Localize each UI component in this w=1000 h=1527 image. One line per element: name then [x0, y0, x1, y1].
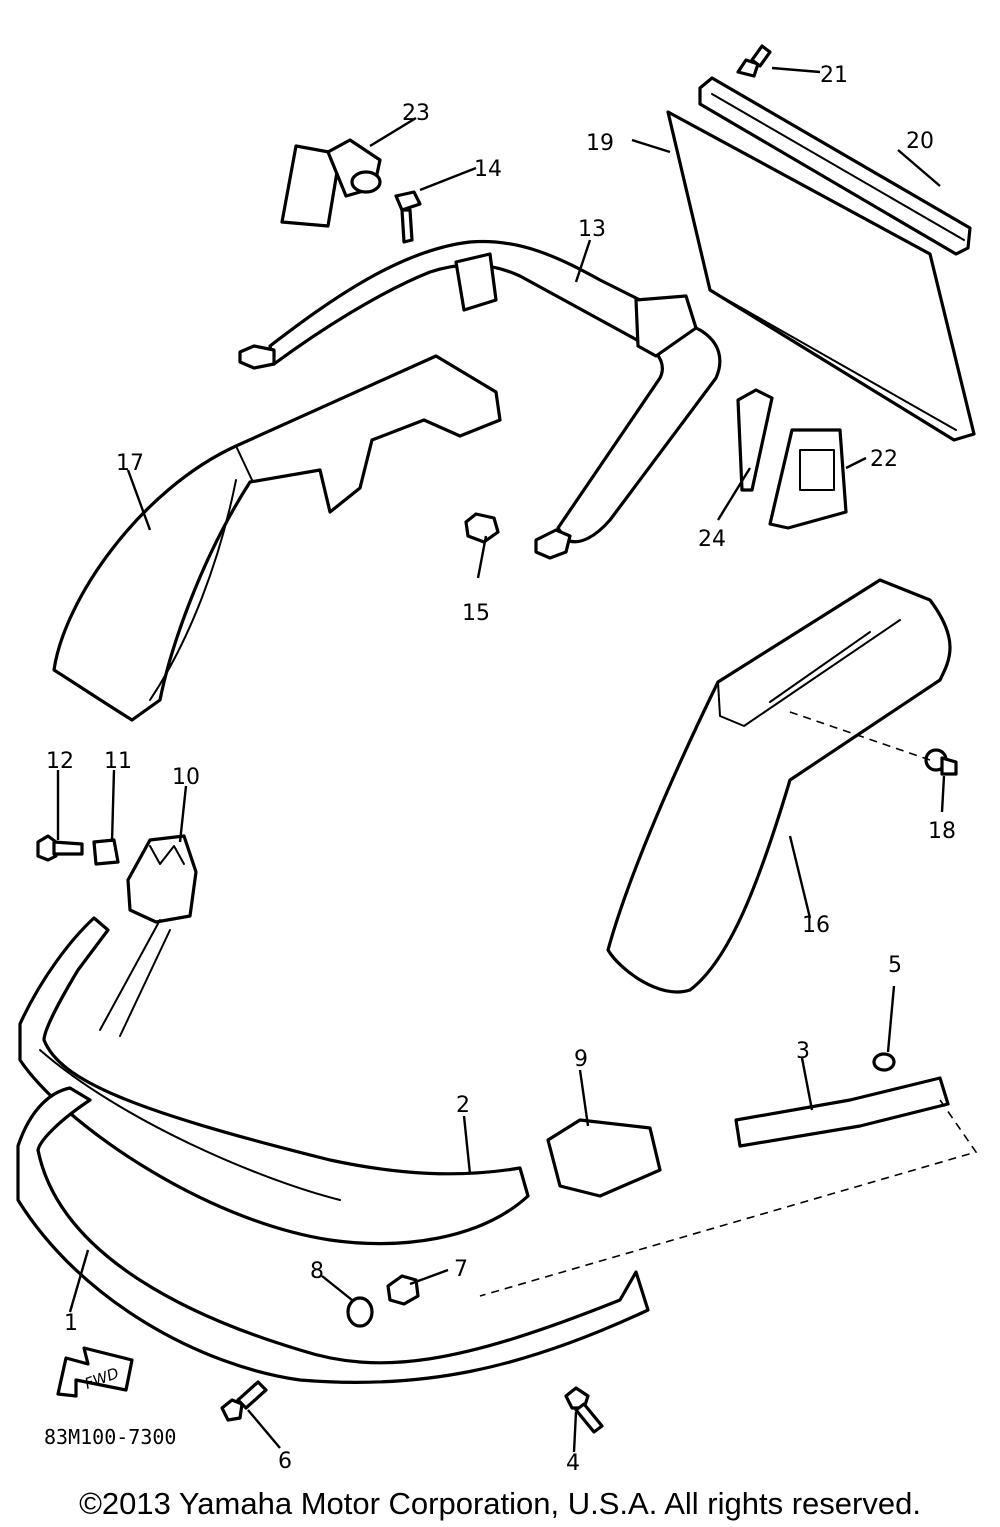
callout-4: 4	[566, 1451, 580, 1476]
part-2-bumper-rail	[18, 916, 530, 1246]
part-1-lower-bumper	[16, 1086, 650, 1385]
callout-5: 5	[888, 953, 902, 978]
part-9-bumper-block	[546, 1118, 662, 1198]
part-10-clamp	[126, 834, 198, 924]
callout-14: 14	[474, 157, 502, 182]
part-6-bolt	[220, 1380, 268, 1422]
drawing-code: 83M100-7300	[44, 1425, 176, 1449]
callout-11: 11	[104, 749, 132, 774]
callout-21: 21	[820, 63, 848, 88]
callout-23: 23	[402, 101, 430, 126]
callout-1: 1	[64, 1311, 78, 1336]
part-13-frame-rail	[238, 239, 722, 560]
callout-6: 6	[278, 1449, 292, 1474]
callout-16: 16	[802, 913, 830, 938]
part-16-right-side-cover	[606, 578, 952, 994]
part-24-clip	[736, 388, 774, 492]
callout-8: 8	[310, 1259, 324, 1284]
part-21-screw	[736, 44, 772, 78]
callout-17: 17	[116, 451, 144, 476]
alignment-lines	[479, 711, 978, 1297]
part-11-spacer	[92, 838, 120, 866]
part-14-bolt	[394, 190, 422, 244]
part-3-strip	[734, 1076, 950, 1148]
part-4-rivet	[564, 1386, 604, 1434]
part-23-bracket	[280, 138, 382, 228]
callout-15: 15	[462, 601, 490, 626]
callout-2: 2	[456, 1093, 470, 1118]
fwd-arrow-icon	[56, 1346, 134, 1398]
part-15-nut	[464, 512, 500, 544]
callout-9: 9	[574, 1047, 588, 1072]
callout-18: 18	[928, 819, 956, 844]
callout-7: 7	[454, 1257, 468, 1282]
part-22-lock-bracket	[768, 428, 848, 530]
callout-13: 13	[578, 217, 606, 242]
callout-20: 20	[906, 129, 934, 154]
callout-3: 3	[796, 1039, 810, 1064]
callout-10: 10	[172, 765, 200, 790]
part-20-mounting-strip	[698, 76, 972, 256]
part-7-nut	[386, 1274, 420, 1306]
part-17-left-side-cover	[52, 354, 502, 722]
leader-lines	[56, 66, 946, 1453]
part-19-plate	[666, 110, 976, 442]
callout-24: 24	[698, 527, 726, 552]
part-5-cap	[872, 1052, 896, 1072]
callout-19: 19	[586, 131, 614, 156]
copyright-text: ©2013 Yamaha Motor Corporation, U.S.A. A…	[79, 1486, 921, 1521]
callout-12: 12	[46, 749, 74, 774]
part-18-fastener	[924, 748, 958, 776]
callout-22: 22	[870, 447, 898, 472]
part-8-washer	[346, 1296, 374, 1328]
part-12-screw	[36, 834, 84, 862]
